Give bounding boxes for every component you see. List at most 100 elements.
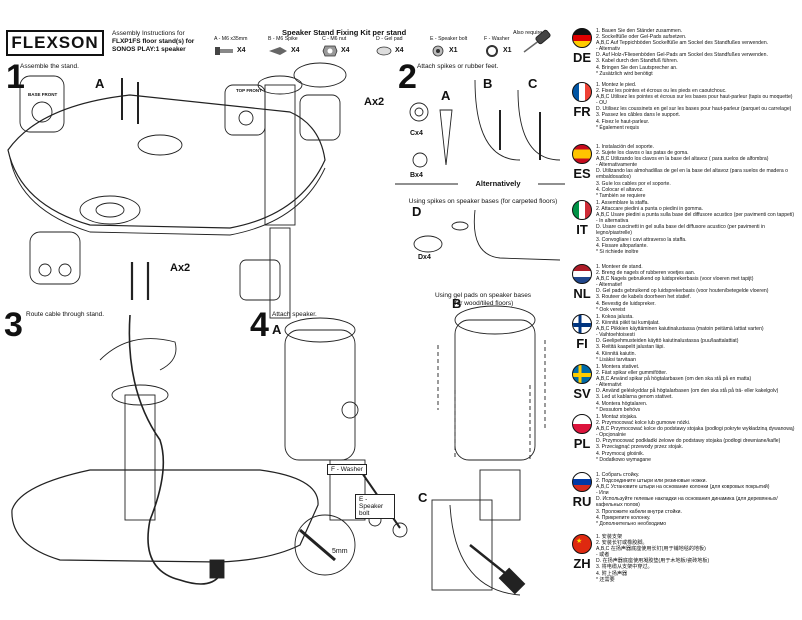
- bolt-icon: [215, 47, 233, 55]
- step-1-title: Assemble the stand.: [20, 63, 79, 70]
- flag-sv-icon: [572, 364, 592, 384]
- kit-qty: X1: [503, 47, 512, 54]
- flexson-logo: FLEXSON: [6, 30, 104, 56]
- lang-line: D. Använd geléskyddar på högtalarbasen (…: [596, 388, 779, 395]
- top-front-label: TOP FRONT: [236, 88, 262, 93]
- lang-line: 2. 安装长钉或橡胶脚。: [596, 540, 648, 547]
- lang-line: 4. Прикрепите колонку.: [596, 514, 651, 521]
- lang-line: - Opcjonalnie: [596, 432, 627, 439]
- lang-line: 3. Guíe los cables por el soporte.: [596, 180, 671, 187]
- lang-line: - Alternativamente: [596, 162, 638, 169]
- lang-code: DE: [572, 50, 592, 65]
- bx4-label: Bx4: [410, 172, 423, 179]
- lang-line: 4. Bevestig de luidspreker.: [596, 300, 656, 307]
- assembly-instructions: Assembly Instructions for FLXP1FS floor …: [112, 30, 204, 54]
- kit-item-speaker-bolt: E - Speaker bolt X1: [430, 36, 478, 58]
- lang-code: ZH: [573, 556, 591, 571]
- ax2-label: Ax2: [170, 262, 191, 274]
- lang-line: D. Auf Holz-/Fliesenböden Gel-Pads am So…: [596, 52, 768, 59]
- lang-line: 1. Собрать стойку.: [596, 472, 640, 478]
- lang-line: 1. Montez le pied.: [596, 82, 637, 88]
- lang-code: FR: [573, 104, 591, 119]
- lang-text: 1. Bauen Sie den Ständer zusammen. 2. So…: [596, 28, 800, 77]
- caption-gel-floors: (for wood/tiled floors): [452, 300, 514, 307]
- fixing-kit-list: A - M6 x35mm X4 B - M6 Spike X4 C - M6 n…: [214, 36, 532, 58]
- kit-item-label: C - M6 nut: [322, 36, 347, 42]
- step-1-letter: A: [95, 76, 105, 91]
- step-2-letter-b: B: [483, 76, 493, 91]
- step-4-number: 4: [250, 306, 269, 344]
- lang-code: SV: [573, 386, 591, 401]
- lang-line: 3. Convogliare i cavi attraverso la staf…: [596, 236, 687, 243]
- speaker-bolt-label: E - Speaker bolt: [355, 494, 395, 519]
- lang-line: D. Gel pads gebruikend op luidsprekerbas…: [596, 288, 769, 295]
- lang-line: 3. Routeer de kabels doorheen het statie…: [596, 294, 691, 301]
- kit-qty: X4: [237, 47, 246, 54]
- lang-line: * 还需要: [596, 576, 615, 583]
- assembly-line: SONOS PLAY:1 speaker: [112, 46, 186, 53]
- lang-line: * Dessutom behövs: [596, 406, 641, 413]
- lang-line: 2. Sockelfüße oder Gel-Pads aufsetzen.: [596, 34, 687, 41]
- lang-line: 3. Przeciągnąć przewody przez stojak.: [596, 444, 683, 451]
- lang-line: 4. Colocar el altavoz.: [596, 186, 644, 193]
- step-4-letter-b: B: [452, 296, 462, 311]
- step-4-letter-c: C: [418, 490, 428, 505]
- base-front-label: BASE FRONT: [28, 92, 58, 97]
- kit-item-nut: C - M6 nut X4: [322, 36, 370, 58]
- also-required-label: Also required*: [513, 30, 548, 36]
- lang-line: 1. Assemblare la staffa.: [596, 200, 649, 206]
- lang-text: 1. Собрать стойку. 2. Подсоедините штыри…: [596, 472, 800, 527]
- lang-line: 1. Monteer de stand.: [596, 264, 643, 270]
- lang-text: 1. 安装支架 2. 安装长钉或橡胶脚。 A,B,C 在扬声器底座使用长钉(用于…: [596, 534, 800, 583]
- cx4-label: Cx4: [410, 130, 423, 137]
- lang-line: 1. Montera stativet.: [596, 364, 640, 370]
- lang-line: * También se requiere: [596, 192, 646, 199]
- lang-line: A,B,C Piikkien käyttäminen kaiutinalusta…: [596, 326, 764, 333]
- step-4-letter-a: A: [272, 322, 282, 337]
- lang-code: IT: [576, 222, 588, 237]
- lang-line: - Alternatief: [596, 282, 622, 289]
- flag-nl-icon: [572, 264, 592, 284]
- caption-spikes: Using spikes on speaker bases (for carpe…: [408, 198, 558, 205]
- lang-line: A,B,C Usare piedini a punta sulla base d…: [596, 212, 795, 219]
- nut-icon: [322, 45, 338, 57]
- kit-item-label: B - M6 Spike: [268, 36, 298, 42]
- ax2-label-top: Ax2: [364, 96, 385, 108]
- lang-line: * Si richiede inoltre: [596, 248, 639, 255]
- flag-es-icon: [572, 144, 592, 164]
- kit-qty: X4: [395, 47, 404, 54]
- washer-label: F - Washer: [327, 464, 367, 475]
- lang-line: 4. Fixez le haut-parleur.: [596, 118, 650, 125]
- kit-item-label: F - Washer: [484, 36, 510, 42]
- kit-qty: X1: [449, 47, 458, 54]
- lang-line: D. Przymocować podkładki żelowe do podst…: [596, 438, 781, 445]
- lang-line: 3. Led ut kablarna genom stativet.: [596, 394, 673, 401]
- lang-text: 1. Montera stativet. 2. Fäst spikar elle…: [596, 364, 800, 413]
- lang-line: D. Geelipehmusteiden käyttö kaiutinalust…: [596, 338, 739, 345]
- assembly-illustrations: [7, 29, 565, 596]
- lang-code: ES: [573, 166, 591, 181]
- lang-line: A,B,C Utilisez les pointes et écrous sur…: [596, 94, 793, 101]
- lang-line: 3. 将电缆从支架中穿过。: [596, 564, 653, 571]
- lang-line: * Дополнительно необходимо: [596, 520, 667, 527]
- flag-pl-icon: [572, 414, 592, 434]
- lang-line: 4. Kiinnitä kaiutin.: [596, 350, 636, 357]
- step-3-number: 3: [4, 306, 23, 344]
- lang-line: A,B,C Utilizando los clavos en la base d…: [596, 156, 769, 163]
- kit-item-label: D - Gel pad: [376, 36, 403, 42]
- step-2-number: 2: [398, 58, 417, 96]
- kit-item-label: E - Speaker bolt: [430, 36, 468, 42]
- lang-text: 1. Instalación del soporte. 2. Sujete lo…: [596, 144, 800, 199]
- lang-code: PL: [573, 436, 591, 451]
- lang-text: 1. Monteer de stand. 2. Breng de nagels …: [596, 264, 800, 313]
- lang-line: - OU: [596, 100, 607, 107]
- step-2-letter-c: C: [528, 76, 538, 91]
- lang-line: D. Usare cuscinetti in gel sulla base de…: [596, 224, 765, 237]
- kit-item-spike: B - M6 Spike X4: [268, 36, 316, 58]
- lang-line: 2. Attaccare piedini a punta o piedini i…: [596, 206, 704, 213]
- lang-line: D. Utilisez les coussinets en gel sur le…: [596, 106, 792, 113]
- lang-line: 4. Bringen Sie den Lautsprecher an.: [596, 64, 678, 71]
- lang-line: 3. Kabel durch den Standfuß führen.: [596, 58, 679, 65]
- lang-line: 3. Passez les câbles dans le support.: [596, 112, 681, 119]
- lang-line: * Zusätzlich wird benötigt: [596, 70, 653, 77]
